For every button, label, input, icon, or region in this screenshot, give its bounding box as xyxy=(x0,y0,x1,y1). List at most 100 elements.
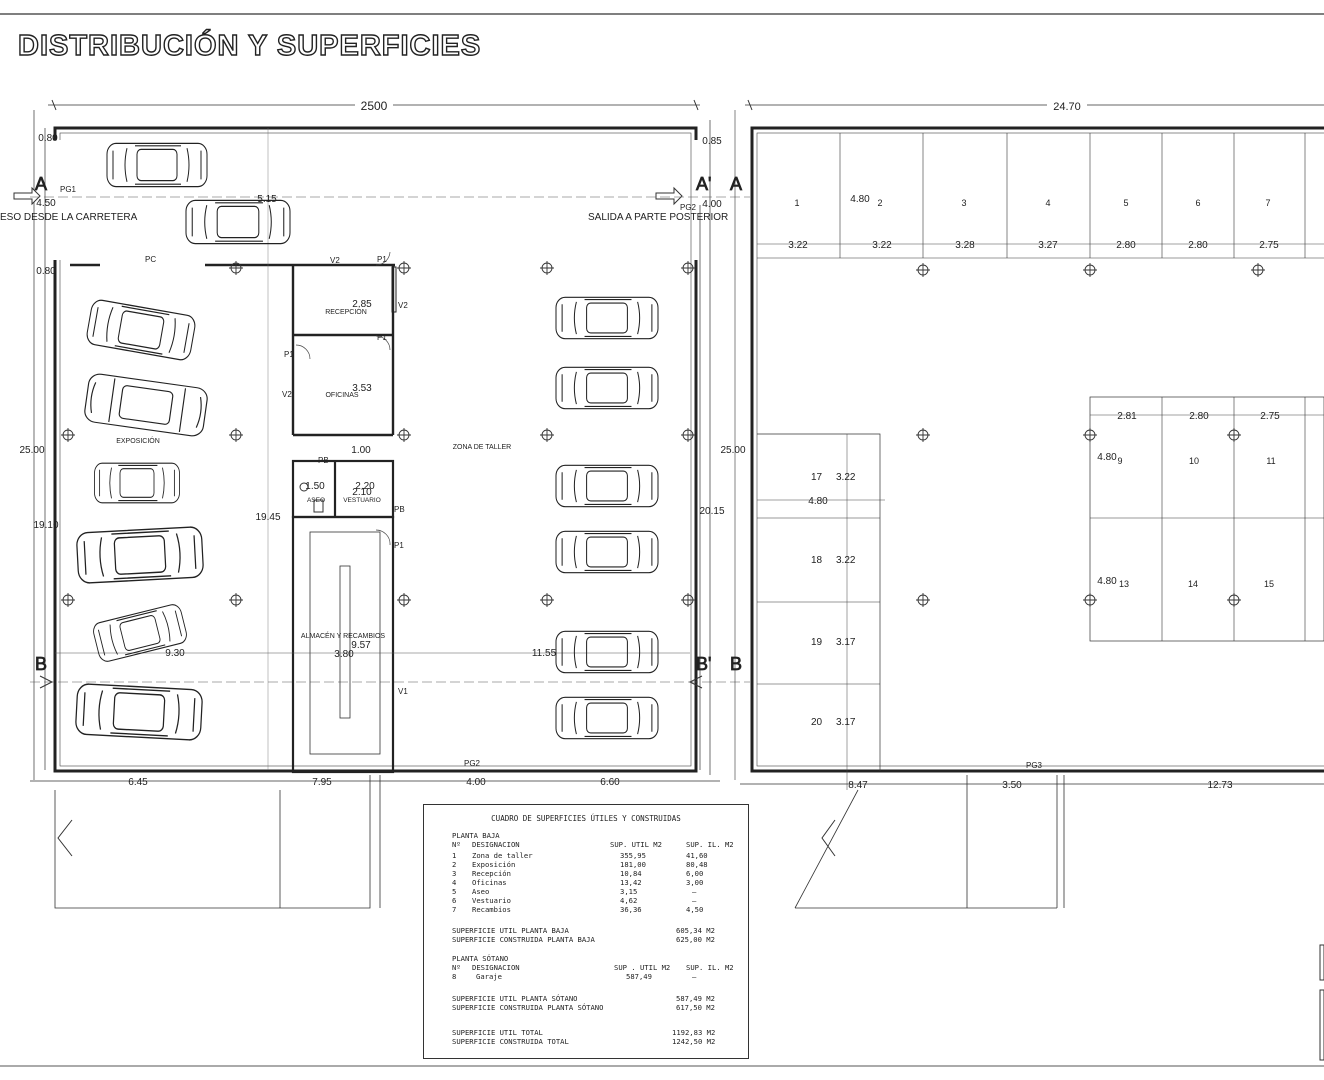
gate-pg2-exit: PG2 xyxy=(680,203,697,212)
basement-col-no: Nº xyxy=(452,963,461,972)
basement-cons-value: 617,50 M2 xyxy=(676,1003,715,1012)
bay-15: 15 xyxy=(1264,579,1274,589)
row-no: 4 xyxy=(452,878,457,887)
window-v2-top: V2 xyxy=(330,256,340,265)
bay-1: 1 xyxy=(794,198,799,208)
bay-18: 18 xyxy=(811,555,823,566)
row-name: Zona de taller xyxy=(472,851,533,860)
window-v1: V1 xyxy=(398,687,408,696)
door-pc: PC xyxy=(145,255,156,264)
row-name: Recambios xyxy=(472,905,511,914)
mid-depth-1: 4.80 xyxy=(1097,452,1117,463)
door-pb-a: PB xyxy=(318,456,329,465)
gate-pg3: PG3 xyxy=(1026,761,1043,770)
dim-9-57: 9.57 xyxy=(351,640,371,651)
exit-offset: 4.00 xyxy=(702,199,722,210)
bay-2: 2 xyxy=(877,198,882,208)
row-name: Oficinas xyxy=(472,878,507,887)
ground-cons-label: SUPERFICIE CONSTRUIDA PLANTA BAJA xyxy=(452,935,595,944)
row-util: 10,84 xyxy=(620,869,642,878)
basement-dim-3-50: 3.50 xyxy=(1002,780,1022,791)
basement-col-il: SUP. IL. M2 xyxy=(686,963,734,972)
basement-col-util: SUP . UTIL M2 xyxy=(614,963,671,972)
bay-width-6: 2.80 xyxy=(1188,240,1208,251)
height-20-15: 20.15 xyxy=(699,506,724,517)
bay-13: 13 xyxy=(1119,579,1129,589)
bay-9: 9 xyxy=(1117,456,1122,466)
ground-floor-plan: 2500 0.80 0.85 4.50 4.00 0.80 ESO DESDE … xyxy=(0,96,750,909)
exit-label: SALIDA A PARTE POSTERIOR xyxy=(588,212,728,223)
total-cons-value: 1242,50 M2 xyxy=(672,1037,716,1046)
mid-width-1: 2.81 xyxy=(1117,411,1137,422)
dim-1-50: 1.50 xyxy=(305,481,325,492)
offset-top-right: 0.85 xyxy=(702,136,722,147)
ground-col-util: SUP. UTIL M2 xyxy=(610,840,662,849)
row-util: 36,36 xyxy=(620,905,642,914)
room-exposicion: EXPOSICIÓN xyxy=(116,436,160,445)
room-vestuario: VESTUARIO xyxy=(343,497,381,504)
bay-20-width: 3.17 xyxy=(836,717,856,728)
bay-19-width: 3.17 xyxy=(836,637,856,648)
row-util: 181,00 xyxy=(620,860,646,869)
bay-20: 20 xyxy=(811,717,823,728)
total-util-label: SUPERFICIE UTIL TOTAL xyxy=(452,1028,543,1037)
section-mark-a-prime: A' xyxy=(696,174,711,194)
width-11-55: 11.55 xyxy=(532,648,557,659)
row-il: 3,00 xyxy=(686,878,704,887)
bay-19: 19 xyxy=(811,637,823,648)
row-no: 1 xyxy=(452,851,457,860)
bottom-dim-7-95: 7.95 xyxy=(312,777,332,788)
dim-2-10: 2.10 xyxy=(352,487,372,498)
basement-row-no: 8 xyxy=(452,972,457,981)
bottom-dim-6-45: 6.45 xyxy=(128,777,148,788)
bay-width-1: 3.22 xyxy=(788,240,808,251)
section-mark-a: A xyxy=(35,174,47,194)
row-no: 2 xyxy=(452,860,457,869)
row-il: 80,48 xyxy=(686,860,708,869)
bay-width-7: 2.75 xyxy=(1259,240,1279,251)
basement-row-name: Garaje xyxy=(476,972,502,981)
row-name: Aseo xyxy=(472,887,490,896)
row-name: Vestuario xyxy=(472,896,511,905)
bay-4: 4 xyxy=(1045,198,1050,208)
height-19-10: 19.10 xyxy=(33,520,58,531)
mid-width-2: 2.80 xyxy=(1189,411,1209,422)
room-aseo: ASEO xyxy=(307,497,325,504)
lower-offset: 0.80 xyxy=(36,266,56,277)
row-name: Recepción xyxy=(472,869,511,878)
basement-plan: 24.70 25.00 A B 1 2 3 4 5 6 7 4.80 3.22 … xyxy=(720,96,1324,1061)
room-almacen: ALMACÉN Y RECAMBIOS xyxy=(301,631,385,640)
bay-18-width: 3.22 xyxy=(836,555,856,566)
bay-6: 6 xyxy=(1195,198,1200,208)
height-25-00: 25.00 xyxy=(19,445,44,456)
basement-dim-8-47: 8.47 xyxy=(848,780,868,791)
surfaces-table: CUADRO DE SUPERFICIES ÚTILES Y CONSTRUID… xyxy=(423,804,749,1059)
ground-util-value: 605,34 M2 xyxy=(676,926,715,935)
ground-col-des: DESIGNACION xyxy=(472,840,520,849)
gate-pg2-bottom: PG2 xyxy=(464,759,481,768)
basement-mark-a: A xyxy=(730,174,742,194)
basement-height: 25.00 xyxy=(720,445,745,456)
basement-row-il: – xyxy=(692,972,697,981)
window-v2-right: V2 xyxy=(398,301,408,310)
page-title: DISTRIBUCIÓN Y SUPERFICIES xyxy=(17,29,482,62)
offset-top-left: 0.80 xyxy=(38,133,58,144)
basement-util-label: SUPERFICIE UTIL PLANTA SÓTANO xyxy=(452,994,578,1003)
ground-cons-value: 625,00 M2 xyxy=(676,935,715,944)
basement-mark-b: B xyxy=(730,654,742,674)
row-no: 5 xyxy=(452,887,457,896)
bay-3: 3 xyxy=(961,198,966,208)
bottom-dim-6-60: 6.60 xyxy=(600,777,620,788)
door-p1-b: P1 xyxy=(377,333,387,342)
ground-col-il: SUP. IL. M2 xyxy=(686,840,734,849)
row-util: 355,95 xyxy=(620,851,646,860)
bay-width-5: 2.80 xyxy=(1116,240,1136,251)
basement-row-util: 587,49 xyxy=(626,972,652,981)
row-no: 7 xyxy=(452,905,457,914)
dim-3-53: 3.53 xyxy=(352,383,372,394)
basement-col-des: DESIGNACION xyxy=(472,963,520,972)
bay-7: 7 xyxy=(1265,198,1270,208)
bay-14: 14 xyxy=(1188,579,1198,589)
basement-heading: PLANTA SÓTANO xyxy=(452,954,509,963)
